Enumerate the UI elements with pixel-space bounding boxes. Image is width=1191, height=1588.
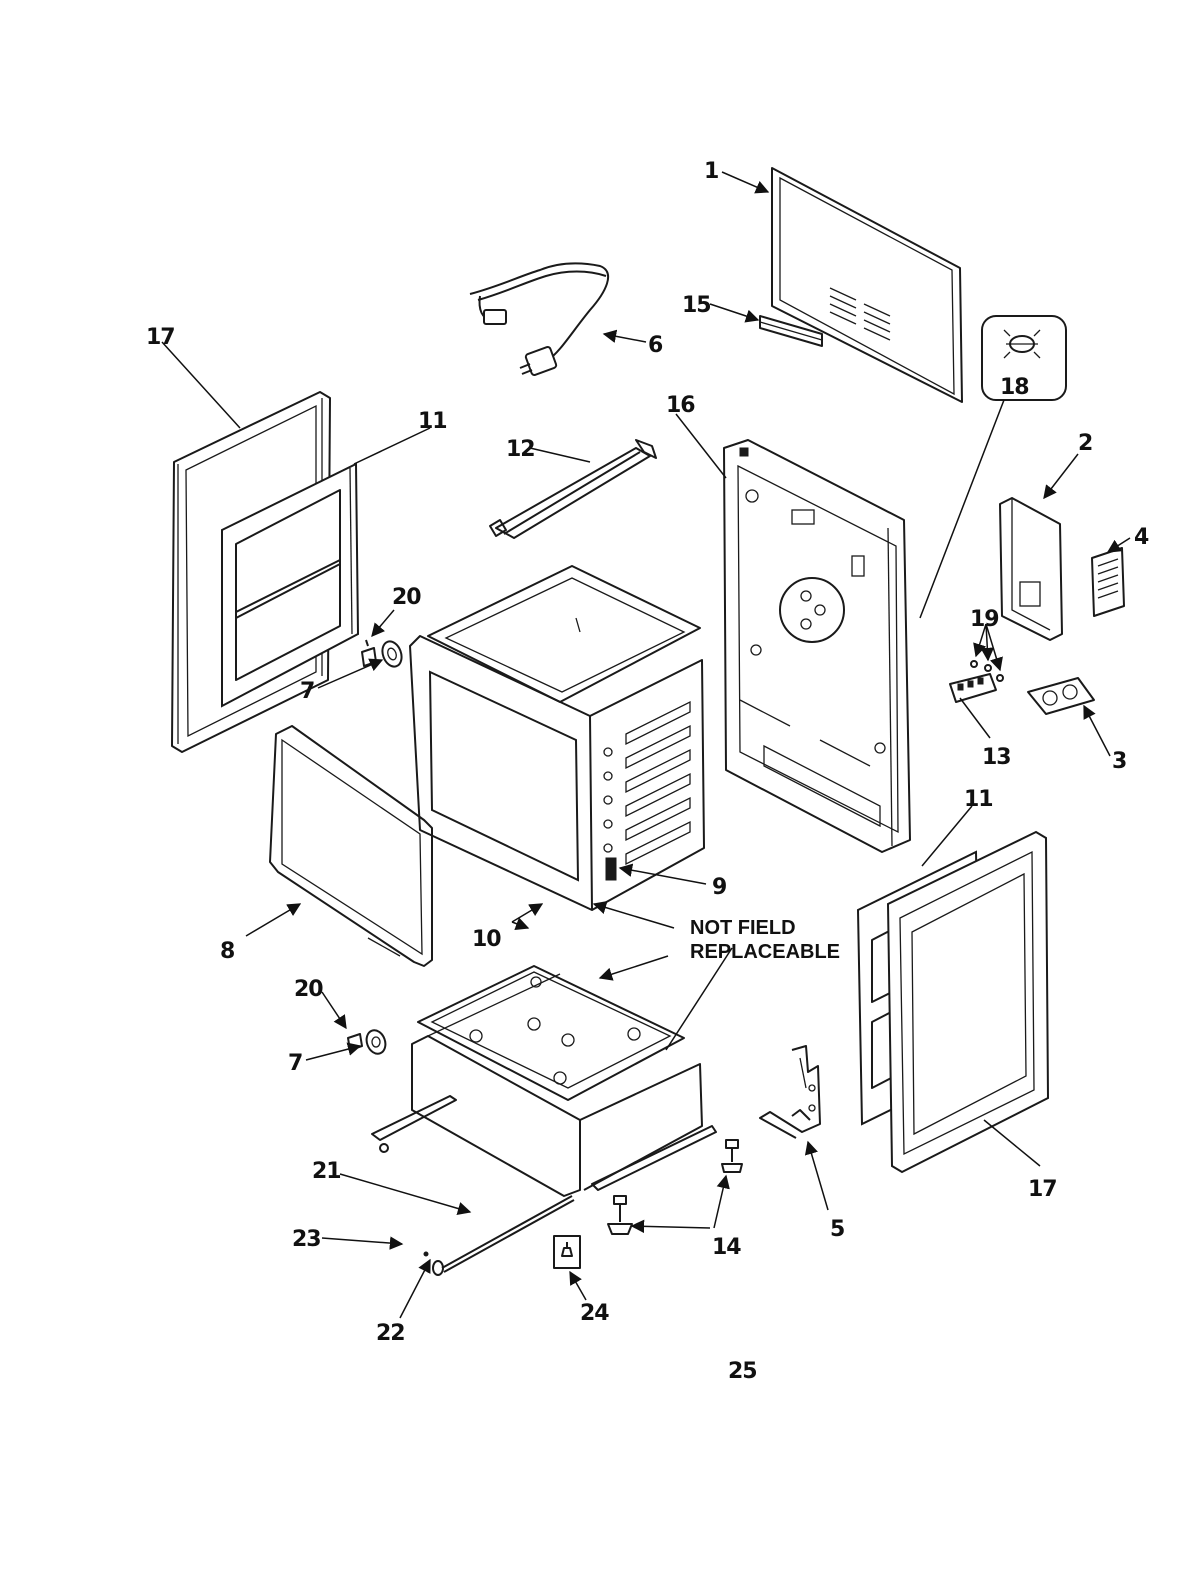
callout-24: 24 — [580, 1301, 609, 1326]
callout-16: 16 — [666, 393, 695, 418]
page-number: 25 — [728, 1359, 757, 1384]
oven-cavity-part — [409, 565, 705, 911]
callout-6: 6 — [648, 333, 663, 358]
callout-19: 19 — [970, 607, 999, 632]
side-insulation-left-part — [221, 462, 360, 708]
thermal-fuse-part — [981, 315, 1067, 401]
drawer-frame-part — [371, 973, 717, 1197]
bumper-upper-part — [381, 640, 403, 668]
callout-20b: 20 — [294, 977, 323, 1002]
oven-bottom-part — [417, 965, 685, 1101]
callout-11b: 11 — [964, 787, 993, 812]
terminal-block-part — [949, 673, 997, 703]
callout-14: 14 — [712, 1235, 741, 1260]
callout-10: 10 — [472, 927, 501, 952]
rear-panel-part — [771, 167, 963, 403]
callout-9: 9 — [712, 875, 726, 900]
callout-18: 18 — [1000, 375, 1029, 400]
vent-grille-part — [1091, 547, 1125, 617]
terminal-screws-part — [970, 660, 1004, 682]
callout-17b: 17 — [1028, 1177, 1057, 1202]
leader-lines — [161, 171, 1131, 1319]
screw-upper-part — [361, 639, 377, 667]
not-field-replaceable-line2: REPLACEABLE — [690, 941, 840, 963]
callout-13: 13 — [982, 745, 1011, 770]
anti-tip-bracket-part — [759, 1045, 821, 1139]
door-gasket-part — [269, 725, 433, 967]
callout-7b: 7 — [288, 1051, 302, 1076]
callout-23: 23 — [292, 1227, 321, 1252]
leveling-leg-upper-part — [721, 1139, 743, 1173]
callout-7a: 7 — [300, 679, 314, 704]
side-panel-right-part — [886, 830, 1050, 1174]
front-frame-part — [723, 439, 911, 853]
callout-21: 21 — [312, 1159, 341, 1184]
leveling-leg-kit-part — [553, 1235, 581, 1269]
callout-20a: 20 — [392, 585, 421, 610]
insulator-plate-part — [1027, 677, 1095, 715]
element-bracket-part — [489, 439, 657, 539]
not-field-replaceable-line1: NOT FIELD — [690, 917, 796, 939]
bumper-lower-part — [365, 1029, 387, 1055]
callout-5: 5 — [830, 1217, 844, 1242]
power-cord-part — [469, 262, 610, 376]
callout-8: 8 — [220, 939, 234, 964]
callout-22: 22 — [376, 1321, 405, 1346]
callout-2: 2 — [1078, 431, 1092, 456]
drawer-rod-part — [441, 1195, 575, 1273]
callout-3: 3 — [1112, 749, 1126, 774]
callout-15: 15 — [682, 293, 711, 318]
rear-panel-bracket-part — [759, 315, 823, 347]
callout-12: 12 — [506, 437, 535, 462]
leveling-leg-lower-part — [607, 1195, 633, 1235]
callout-11a: 11 — [418, 409, 447, 434]
callout-labels: 1 15 6 17 11 12 16 18 2 4 20 7 19 13 3 1… — [146, 159, 1150, 1384]
clip-part — [423, 1251, 429, 1257]
bushing-part — [432, 1260, 444, 1276]
callout-1: 1 — [704, 159, 718, 184]
callout-4: 4 — [1134, 525, 1149, 550]
callout-17a: 17 — [146, 325, 175, 350]
terminal-cover-part — [999, 497, 1063, 641]
